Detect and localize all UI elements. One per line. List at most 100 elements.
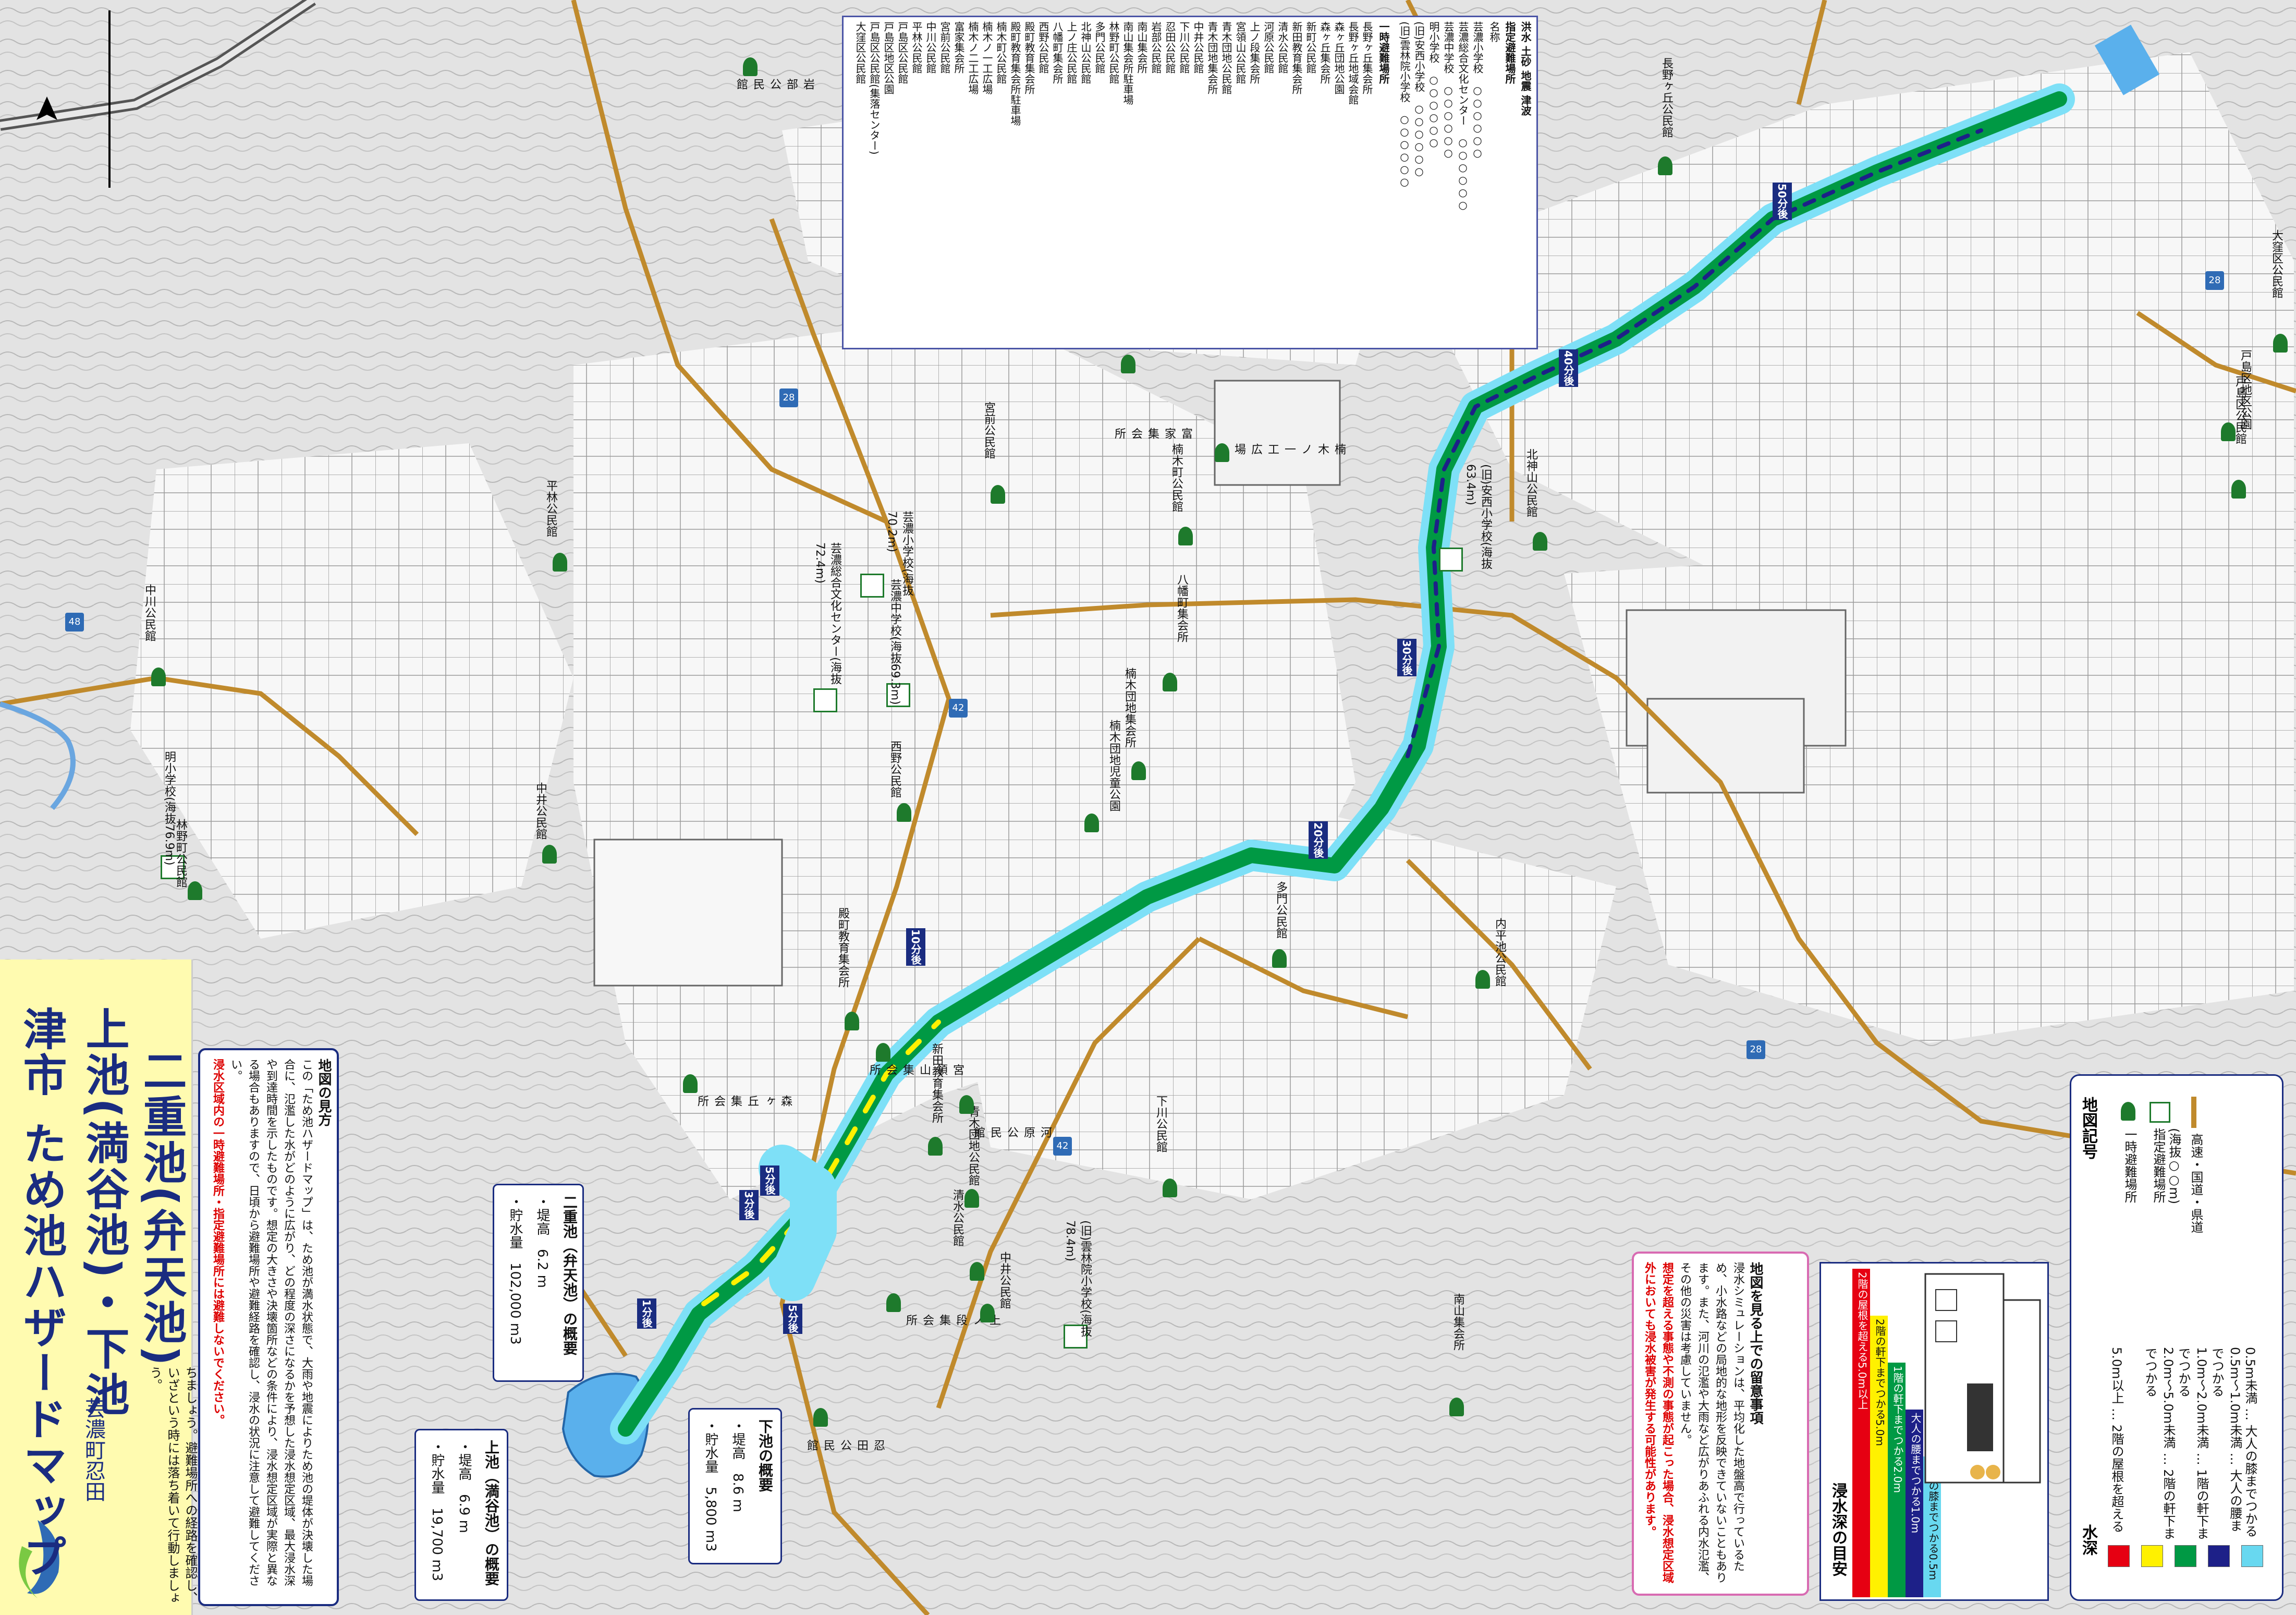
shelter-person-icon [928,1137,943,1156]
temp-shelter-marker: 大窪区公民館 [2270,229,2288,353]
depth-range-label: 1.0m～2.0m未満 … 1階の軒下までつかる [2176,1347,2209,1540]
route-number: 48 [65,613,84,632]
shelter-label: 平林公民館 [544,480,557,537]
shelter-label: 忍田公民館 [805,1439,885,1451]
depth-range-label: 0.5m未満 … 大人の膝までつかる [2243,1347,2257,1537]
temporary-shelter-row: 戸島区公民館 [896,21,909,84]
shelter-label: 八幡町集会所 [1175,574,1188,642]
pond-height-value: 8.6 m [730,1473,746,1512]
depth-guide-bar: 2階の軒下までつかる5.0m [1870,1316,1888,1597]
legend-temp-shelter: 一時避難場所 [2122,1128,2137,1203]
temporary-shelter-row: 忍田公民館 [1164,21,1176,74]
caution-body: 浸水シミュレーションは、平均化した地盤高で行っているため、小水路などの局地的な地… [1678,1262,1744,1583]
shelter-label: 下川公民館 [1154,1095,1167,1152]
temporary-shelter-row: 殿町教育集会所 [1023,21,1035,94]
temporary-shelter-row: 北神山公民館 [1079,21,1092,84]
time-marker: 5分後 [783,1304,802,1334]
temporary-shelter-row: 宮領山公民館 [1234,21,1247,84]
designated-shelter-marker: 明小学校(海抜76.9m) [161,751,185,879]
shelter-label: 楠木団地児童公園 [1107,720,1120,811]
shelter-person-icon [1131,761,1146,780]
shelter-label: 宮前公民館 [982,402,995,459]
time-marker: 1分後 [637,1298,656,1329]
shelter-person-icon [897,803,911,822]
designated-shelter-marker: 芸濃中学校(海抜69.3m) [886,579,910,707]
how-to-read-warning: 浸水区域内の一時避難場所・指定避難場所には避難しないでください。 [211,1059,224,1426]
pond-height-label: ・堤高 [456,1440,472,1480]
temporary-shelter-row: 南山集会所駐車場 [1121,21,1134,105]
temp-shelter-marker: 宮領山集会所 [868,1043,964,1075]
temp-shelter-marker: 戸島区公民館 [2231,375,2246,499]
flood-corridor [610,83,2075,1444]
shelter-label: 林野町公民館 [174,819,187,888]
shelter-label: 多門公民館 [1274,881,1287,939]
shelter-label: 戸島区公民館 [2233,375,2246,444]
shelter-label: 内平池公民館 [1493,918,1506,987]
temp-shelter-marker: 上ノ段集会所 [886,1293,1000,1326]
shelter-person-icon [813,1408,828,1427]
temporary-shelter-row: 西野公民館 [1037,21,1049,74]
how-to-read-heading: 地図の見方 [316,1059,332,1126]
shelter-label: 北神山公民館 [1524,448,1537,517]
caution-heading: 地図を見る上での留意事項 [1748,1262,1763,1425]
shelter-person-icon [553,553,567,572]
time-marker: 30分後 [1397,639,1416,676]
how-to-read-body: この「ため池ハザードマップ」は、ため池が満水状態で、大雨や地震によりため池の堤体… [229,1059,313,1586]
shelter-label: 西野公民館 [888,740,901,798]
pond-volume-value: 102,000 m3 [507,1262,523,1345]
shelter-label: 大窪区公民館 [2270,229,2283,298]
temp-shelter-marker: 平林公民館 [544,480,567,572]
title-panel [0,960,193,1615]
temporary-shelter-row: 多門公民館 [1093,21,1106,74]
depth-swatch [2208,1545,2230,1567]
pond-height-label: ・堤高 [534,1195,550,1235]
pond-height-value: 6.9 m [456,1494,472,1533]
temporary-shelter-row: 殿町教育集会所駐車場 [1009,21,1021,126]
pond-volume-value: 19,700 m3 [429,1508,445,1582]
shelter-person-icon [1533,532,1547,551]
designated-shelter-icon [860,574,884,598]
designated-shelter-marker: (旧)雲林院小学校(海抜78.4m) [1064,1220,1092,1349]
temporary-shelter-row: 楠木ノ一工広場 [981,21,993,94]
shelter-label: (旧)安西小学校(海抜63.4m) [1464,464,1492,569]
temporary-shelter-row: 清水公民館 [1276,21,1289,74]
temp-shelter-marker: 富家集会所 [1113,355,1192,439]
shelter-label: 芸濃総合文化センター(海抜72.4m) [813,542,841,685]
shelter-list-temporary-header: 一時避難場所 [1377,21,1390,84]
temp-shelter-marker: 楠木ノ一工広場 [1215,443,1346,462]
route-number: 42 [1053,1137,1072,1156]
temp-shelter-marker: 新田教育集会所 [928,1043,943,1156]
temp-shelter-marker: 下川公民館 [1154,1095,1177,1197]
road-line-icon [2191,1097,2196,1128]
shelter-person-icon [2221,422,2236,441]
route-number: 28 [1747,1040,1765,1059]
temp-shelter-marker: 多門公民館 [1272,881,1287,968]
shelter-person-icon [876,1043,890,1062]
temp-shelter-marker: 青木団地公民館 [964,1106,980,1208]
time-marker: 50分後 [1773,183,1792,220]
route-number: 28 [2205,271,2224,290]
shelter-label: 明小学校(海抜76.9m) [163,751,176,866]
time-marker: 5分後 [760,1165,779,1196]
shelter-label: (旧)雲林院小学校(海抜78.4m) [1064,1220,1092,1337]
ponds-title-line1: 上池(満谷池)・下池 [79,1006,130,1418]
designated-shelter-icon [161,855,185,879]
designated-shelter-icon [813,688,837,712]
temp-shelter-marker: 中川公民館 [143,584,166,686]
shelter-person-icon [743,57,758,76]
shelter-label: 芸濃小学校(海抜70.2m) [885,511,913,596]
shelter-person-icon [151,667,166,686]
shelter-person-icon [1163,673,1177,691]
pond-volume-label: ・貯水量 [507,1195,523,1249]
shelter-person-icon [886,1293,901,1312]
temp-shelter-marker: 森ヶ丘集会所 [683,1074,792,1107]
shelter-person-icon [2121,1102,2135,1121]
temporary-shelter-row: 森ヶ丘集会所 [1318,21,1331,84]
shelter-person-icon [1272,949,1287,968]
shelter-label: 岩部公民館 [735,78,814,90]
shelter-label: 中川公民館 [143,584,156,641]
shelter-person-icon [991,485,1005,504]
temp-shelter-marker: 宮前公民館 [982,402,1005,504]
temp-shelter-marker: 楠木団地集会所 [1123,667,1146,780]
shelter-person-icon [188,881,202,900]
